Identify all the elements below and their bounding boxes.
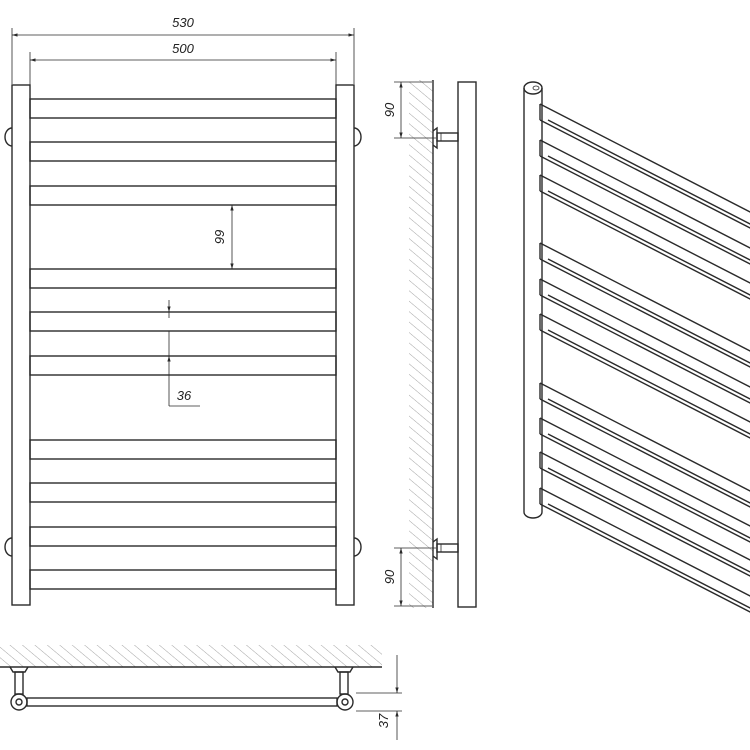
wall-hatch-side [409, 80, 433, 608]
top-bracket-left [9, 666, 29, 711]
dimension-90-top-label: 90 [382, 102, 397, 117]
dimension-99: 99 [212, 205, 234, 269]
side-bracket-bottom [432, 537, 459, 561]
dimension-90-bottom: 90 [382, 547, 436, 607]
dimension-37: 37 [356, 655, 402, 740]
dimension-530-label: 530 [172, 15, 194, 30]
dimension-500: 500 [29, 41, 337, 98]
top-view: 37 [0, 645, 402, 740]
top-bracket-right [334, 666, 354, 711]
bracket-bottom-right [353, 537, 362, 557]
bracket-top-right [353, 127, 362, 147]
left-upright [11, 84, 31, 606]
dimension-36: 36 [167, 300, 200, 407]
perspective-view [523, 81, 750, 613]
dimension-99-label: 99 [212, 230, 227, 244]
right-upright [335, 84, 355, 606]
dimension-90-top: 90 [382, 81, 436, 139]
front-view: 530 500 99 36 [4, 15, 362, 606]
dimension-90-bottom-label: 90 [382, 569, 397, 584]
dimension-500-label: 500 [172, 41, 194, 56]
perspective-bars [539, 103, 750, 613]
horizontal-bars [29, 98, 337, 590]
dimension-37-label: 37 [376, 713, 391, 728]
dimension-36-label: 36 [177, 388, 192, 403]
side-upright [457, 81, 477, 608]
bracket-top-left [4, 127, 13, 147]
pipe-top-cap [523, 81, 543, 95]
side-view: 90 90 [382, 80, 477, 608]
wall-hatch-top [0, 645, 382, 667]
side-bracket-top [432, 126, 459, 150]
bracket-bottom-left [4, 537, 13, 557]
dimension-530: 530 [11, 15, 355, 84]
top-view-bar [26, 697, 338, 707]
